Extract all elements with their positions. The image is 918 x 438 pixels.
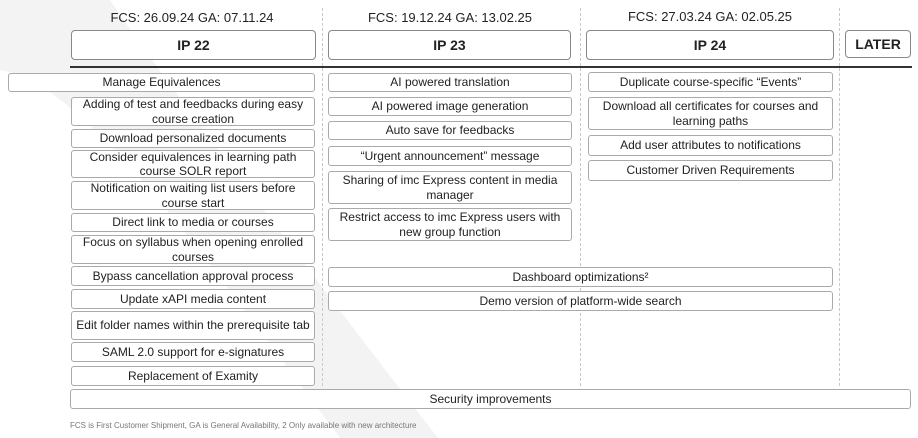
feature-item: Duplicate course-specific “Events” bbox=[588, 72, 833, 92]
feature-item: Adding of test and feedbacks during easy… bbox=[71, 97, 315, 126]
column-divider bbox=[322, 8, 323, 386]
header-baseline bbox=[70, 66, 912, 68]
feature-item: Focus on syllabus when opening enrolled … bbox=[71, 235, 315, 264]
feature-item: Add user attributes to notifications bbox=[588, 135, 833, 156]
ip22-dates: FCS: 26.09.24 GA: 07.11.24 bbox=[110, 10, 274, 25]
feature-item: Sharing of imc Express content in media … bbox=[328, 171, 572, 204]
feature-item: Edit folder names within the prerequisit… bbox=[71, 311, 315, 340]
feature-item: Demo version of platform-wide search bbox=[328, 291, 833, 311]
ip24-header: IP 24 bbox=[586, 30, 834, 60]
feature-item: Restrict access to imc Express users wit… bbox=[328, 208, 572, 241]
feature-item: Download personalized documents bbox=[71, 129, 315, 148]
ip22-header: IP 22 bbox=[71, 30, 316, 60]
column-divider bbox=[839, 8, 840, 386]
feature-item: Replacement of Examity bbox=[71, 366, 315, 386]
feature-item: Download all certificates for courses an… bbox=[588, 97, 833, 130]
feature-item: Dashboard optimizations² bbox=[328, 267, 833, 287]
feature-item: Manage Equivalences bbox=[8, 73, 315, 92]
feature-item: AI powered translation bbox=[328, 73, 572, 92]
feature-item: AI powered image generation bbox=[328, 97, 572, 116]
feature-item: Bypass cancellation approval process bbox=[71, 266, 315, 286]
feature-item: Customer Driven Requirements bbox=[588, 160, 833, 181]
feature-item: Consider equivalences in learning path c… bbox=[71, 150, 315, 178]
ip23-dates: FCS: 19.12.24 GA: 13.02.25 bbox=[367, 10, 533, 25]
feature-item: Auto save for feedbacks bbox=[328, 121, 572, 140]
ip24-dates: FCS: 27.03.24 GA: 02.05.25 bbox=[627, 9, 793, 24]
feature-item: Update xAPI media content bbox=[71, 289, 315, 309]
feature-item: “Urgent announcement” message bbox=[328, 146, 572, 166]
feature-item: Direct link to media or courses bbox=[71, 213, 315, 232]
feature-item: Notification on waiting list users befor… bbox=[71, 181, 315, 210]
ip23-header: IP 23 bbox=[328, 30, 571, 60]
column-divider bbox=[580, 8, 581, 386]
later-header: LATER bbox=[845, 30, 911, 58]
feature-item: Security improvements bbox=[70, 389, 911, 409]
footnote: FCS is First Customer Shipment, GA is Ge… bbox=[70, 421, 417, 430]
feature-item: SAML 2.0 support for e-signatures bbox=[71, 342, 315, 362]
